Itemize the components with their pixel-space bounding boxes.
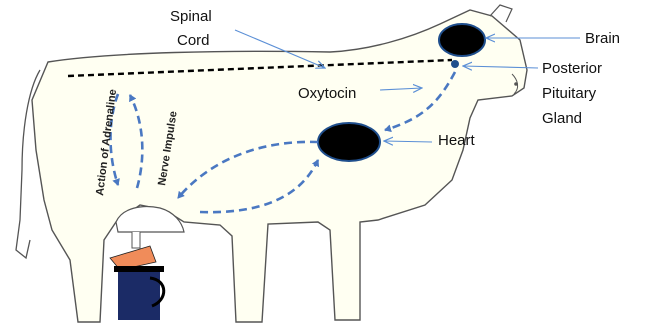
heart-organ [318, 123, 380, 161]
pituitary-gland-organ [451, 60, 459, 68]
cow-nostril [514, 82, 518, 86]
brain-label: Brain [585, 30, 620, 47]
cow-teat [132, 232, 140, 248]
oxytocin-label: Oxytocin [298, 85, 356, 102]
posterior-label-line2: Pituitary [542, 85, 597, 102]
heart-label: Heart [438, 132, 476, 149]
posterior-label-line3: Gland [542, 110, 582, 127]
posterior-label-line1: Posterior [542, 60, 602, 77]
spinal-cord-label-line1: Spinal [170, 8, 212, 25]
bucket-rim [114, 266, 164, 272]
spinal-cord-label-line2: Cord [177, 32, 210, 49]
brain-organ [439, 24, 485, 56]
